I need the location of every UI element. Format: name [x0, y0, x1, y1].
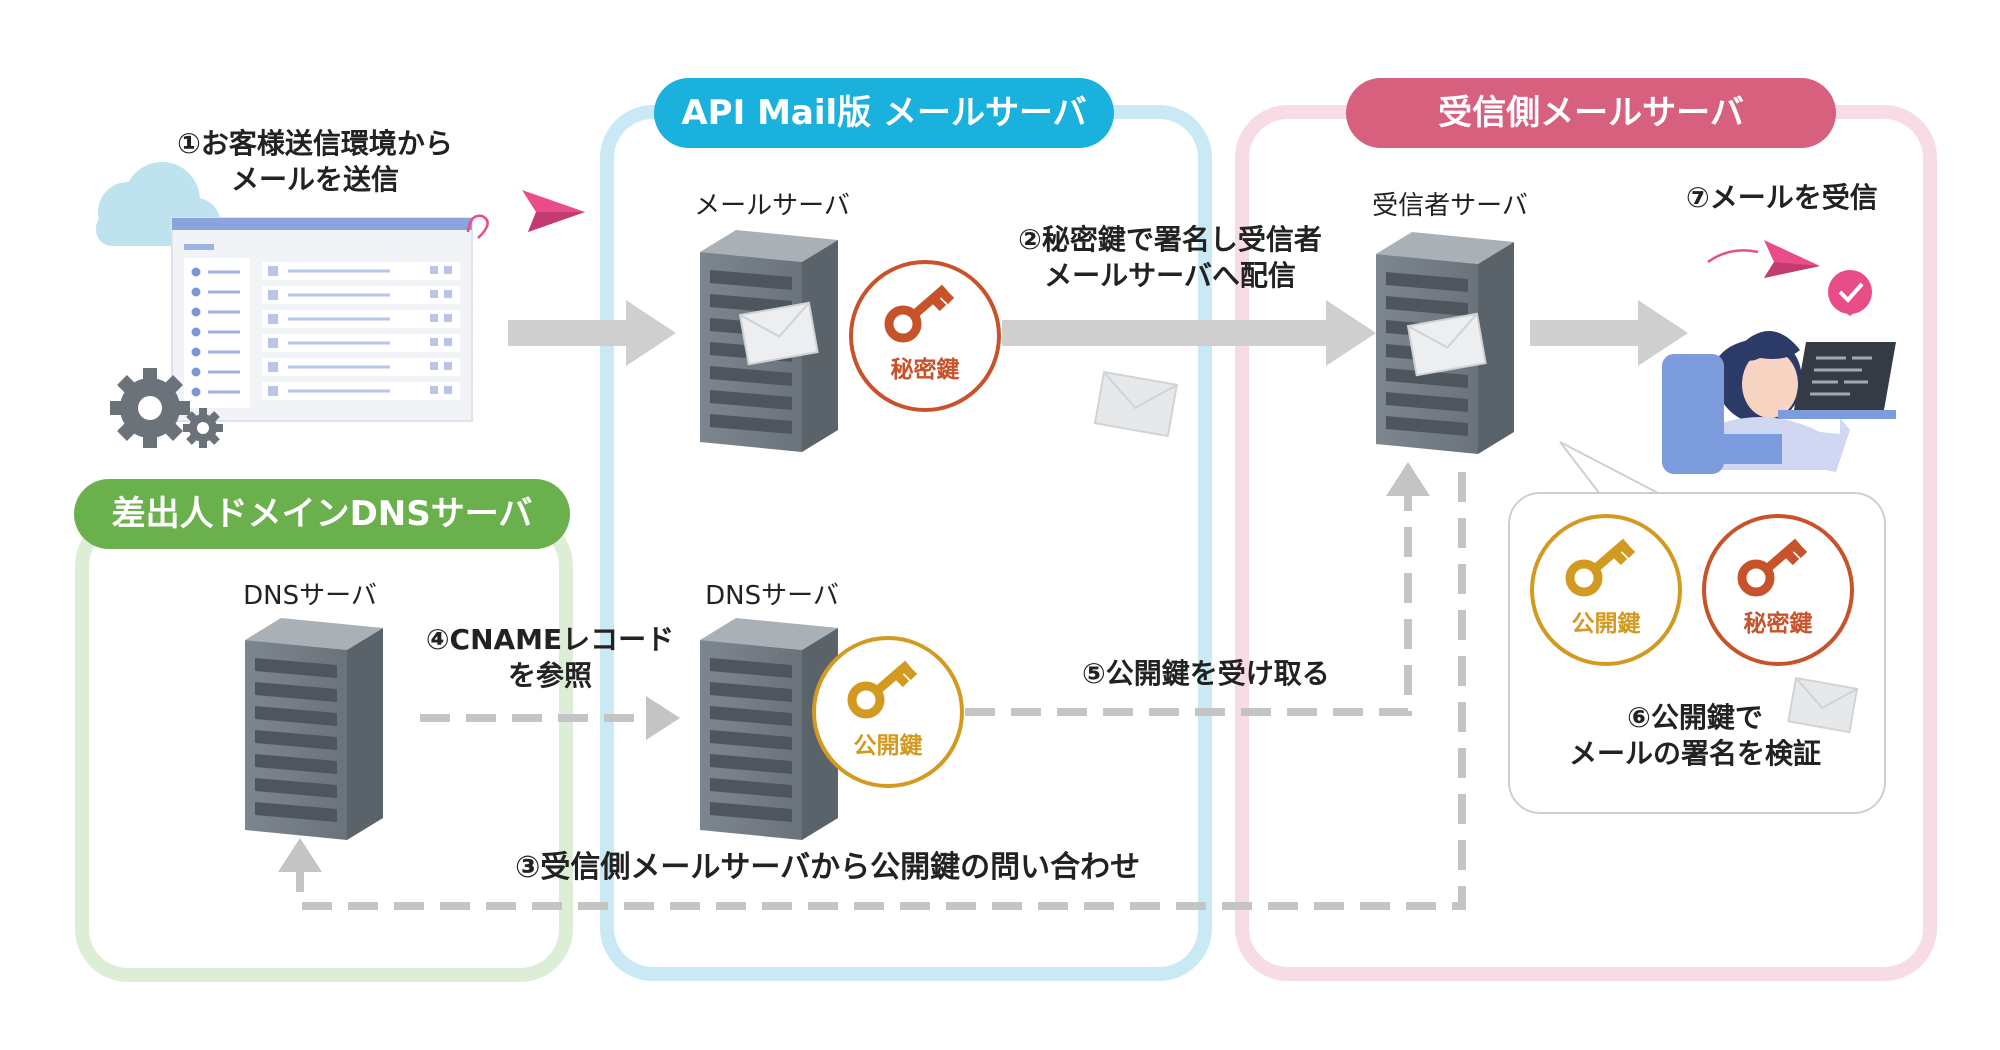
- step3-text: ③受信側メールサーバから公開鍵の問い合わせ: [515, 850, 1141, 885]
- solid-arrow: [1002, 300, 1376, 366]
- dashed-path-step3: [278, 472, 1466, 910]
- step6-text: ⑥公開鍵で メールの署名を検証: [1540, 700, 1850, 772]
- api-dns-server-label: DNSサーバ: [705, 581, 839, 611]
- step6-line2: メールの署名を検証: [1568, 737, 1821, 770]
- step7-text: ⑦メールを受信: [1686, 181, 1878, 214]
- step1-line2: メールを送信: [230, 163, 399, 196]
- solid-arrow: [508, 300, 676, 366]
- receiver-section-title: 受信側メールサーバ: [1346, 78, 1836, 148]
- paper-plane-icon: [1707, 240, 1820, 278]
- step2-text: ②秘密鍵で署名し受信者 メールサーバへ配信: [980, 222, 1360, 294]
- step5-text: ⑤公開鍵を受け取る: [1082, 657, 1330, 690]
- bubble-tail: [1559, 441, 1661, 495]
- step6-line1: ⑥公開鍵で: [1627, 701, 1763, 734]
- server-rack-icon: [245, 618, 383, 840]
- gear-icon: [110, 368, 223, 448]
- public-key-label: 公開鍵: [853, 733, 923, 759]
- envelope-icon: [1093, 370, 1179, 438]
- step2-line2: メールサーバへ配信: [1044, 259, 1296, 292]
- envelope-icon: [738, 301, 819, 366]
- step1-text: ①お客様送信環境から メールを送信: [150, 126, 480, 198]
- secret-key-label: 秘密鍵: [890, 357, 960, 383]
- laptop-icon: [1778, 342, 1896, 419]
- api-section-title: API Mail版 メールサーバ: [654, 78, 1114, 148]
- bubble-public-key-label: 公開鍵: [1571, 611, 1641, 637]
- api-mail-server-label: メールサーバ: [694, 191, 850, 221]
- person-icon: [1662, 331, 1850, 474]
- browser-window-icon: [171, 217, 473, 422]
- receiver-server-label: 受信者サーバ: [1372, 191, 1528, 221]
- solid-arrow: [1530, 300, 1688, 366]
- secret-key-badge: [849, 260, 1001, 412]
- sender-dns-server-label: DNSサーバ: [243, 581, 377, 611]
- check-badge-icon: [1828, 270, 1872, 316]
- public-key-badge: [812, 636, 964, 788]
- envelope-icon: [1406, 312, 1487, 377]
- step1-line1: ①お客様送信環境から: [177, 127, 453, 160]
- step2-line1: ②秘密鍵で署名し受信者: [1018, 223, 1322, 256]
- dashed-path-step4: [420, 696, 680, 740]
- step4-text: ④CNAMEレコード を参照: [420, 622, 680, 694]
- step4-line1: ④CNAMEレコード: [425, 623, 675, 656]
- step4-line2: を参照: [507, 659, 592, 692]
- key-icon: [884, 284, 955, 343]
- key-icon: [847, 660, 918, 719]
- paper-plane-icon: [466, 190, 585, 239]
- dashed-path-step5: [965, 462, 1430, 716]
- dns-section-title: 差出人ドメインDNSサーバ: [74, 479, 570, 549]
- bubble-secret-key-label: 秘密鍵: [1743, 611, 1813, 637]
